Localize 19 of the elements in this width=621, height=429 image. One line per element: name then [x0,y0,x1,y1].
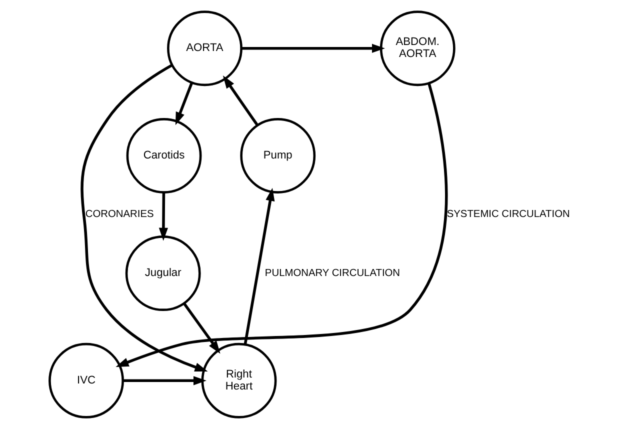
node-circle: AORTA [167,10,242,86]
arrow [116,83,448,367]
arrow [80,64,208,372]
arrow [122,376,206,386]
edge-label: SYSTEMIC CIRCULATION [446,209,570,220]
arrow [182,302,220,354]
arrow [241,44,385,53]
node-circle: ABDOM. AORTA [380,10,456,86]
node-circle: Right Heart [201,342,277,418]
arrow [222,76,259,126]
node-circle: IVC [48,342,124,418]
arrow [244,188,275,345]
edge-label: CORONARIES [85,209,154,220]
node-circle: Pump [240,118,316,194]
arrow [158,192,168,241]
node-circle: Carotids [126,118,202,194]
edge-label: PULMONARY CIRCULATION [264,268,400,279]
arrow [175,82,194,126]
node-circle: Jugular [125,236,201,311]
